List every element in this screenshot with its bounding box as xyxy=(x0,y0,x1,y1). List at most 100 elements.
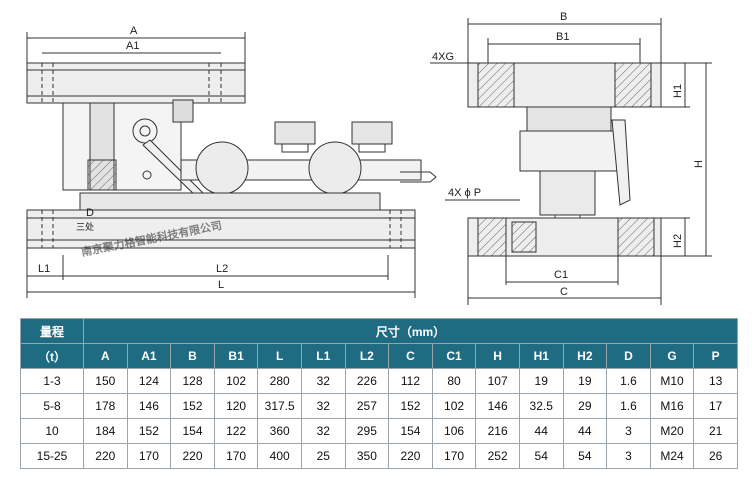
column-header: H1 xyxy=(518,343,564,369)
table-row: 10 184 152 154 122 360 32 295 154 106 21… xyxy=(20,418,738,444)
table-cell: 3 xyxy=(606,443,651,469)
column-header: B1 xyxy=(213,343,259,369)
label-san: 三处 xyxy=(76,221,94,232)
table-row: 5-8 178 146 152 120 317.5 32 257 152 102… xyxy=(20,393,738,419)
column-header: G xyxy=(649,343,695,369)
label-h: H xyxy=(693,160,705,168)
table-cell: 280 xyxy=(257,368,302,394)
table-cell: 1.6 xyxy=(606,393,651,419)
table-cell: 19 xyxy=(518,368,564,394)
table-cell: 226 xyxy=(344,368,390,394)
label-l: L xyxy=(218,279,224,291)
table-cell: 146 xyxy=(126,393,172,419)
table-cell: 106 xyxy=(431,418,477,444)
label-l2: L2 xyxy=(216,263,228,275)
column-header: A xyxy=(83,343,128,369)
column-header: B xyxy=(170,343,215,369)
label-c1: C1 xyxy=(554,269,568,281)
table-row: 1-3 150 124 128 102 280 32 226 112 80 10… xyxy=(20,368,738,394)
table-cell: 102 xyxy=(213,368,259,394)
table-cell: 152 xyxy=(388,393,433,419)
label-4xg: 4XG xyxy=(432,51,454,63)
table-cell: 360 xyxy=(257,418,302,444)
range-cell: 15-25 xyxy=(20,443,84,469)
column-header: L1 xyxy=(300,343,346,369)
table-cell: 257 xyxy=(344,393,390,419)
label-b: B xyxy=(560,11,567,23)
table-cell: 102 xyxy=(431,393,477,419)
table-cell: 252 xyxy=(475,443,520,469)
table-cell: 32 xyxy=(300,418,346,444)
table-cell: 295 xyxy=(344,418,390,444)
table-cell: 146 xyxy=(475,393,520,419)
table-cell: 220 xyxy=(170,443,215,469)
column-header: H2 xyxy=(562,343,608,369)
table-cell: 128 xyxy=(170,368,215,394)
table-cell: 170 xyxy=(126,443,172,469)
table-cell: 124 xyxy=(126,368,172,394)
table-cell: 44 xyxy=(562,418,608,444)
table-cell: 54 xyxy=(518,443,564,469)
table-cell: 317.5 xyxy=(257,393,302,419)
table-cell: 216 xyxy=(475,418,520,444)
label-4xp: 4X ϕ P xyxy=(448,187,481,199)
range-cell: 5-8 xyxy=(20,393,84,419)
table-cell: 25 xyxy=(300,443,346,469)
table-cell: 122 xyxy=(213,418,259,444)
table-cell: 152 xyxy=(170,393,215,419)
table-cell: 112 xyxy=(388,368,433,394)
front-view xyxy=(26,32,437,298)
table-cell: 32 xyxy=(300,368,346,394)
table-cell: 13 xyxy=(693,368,738,394)
table-cell: 29 xyxy=(562,393,608,419)
table-cell: 150 xyxy=(83,368,128,394)
table-cell: 120 xyxy=(213,393,259,419)
table-cell: M20 xyxy=(649,418,695,444)
table-cell: M10 xyxy=(649,368,695,394)
table-cell: 350 xyxy=(344,443,390,469)
table-cell: 80 xyxy=(431,368,477,394)
table-cell: 170 xyxy=(213,443,259,469)
table-cell: 19 xyxy=(562,368,608,394)
table-cell: 32.5 xyxy=(518,393,564,419)
column-header: P xyxy=(693,343,738,369)
column-header: L xyxy=(257,343,302,369)
label-b1: B1 xyxy=(556,31,569,43)
column-header: L2 xyxy=(344,343,390,369)
table-cell: 17 xyxy=(693,393,738,419)
table-cell: 400 xyxy=(257,443,302,469)
range-cell: 1-3 xyxy=(20,368,84,394)
label-a1: A1 xyxy=(126,40,139,52)
table-cell: 1.6 xyxy=(606,368,651,394)
table-cell: 154 xyxy=(388,418,433,444)
technical-drawing: A A1 B B1 4XG H1 H 4X ϕ P H2 C1 C L1 L2 … xyxy=(26,11,712,305)
table-cell: 220 xyxy=(388,443,433,469)
header-row: 量程 尺寸（mm） xyxy=(20,318,738,344)
table-cell: 32 xyxy=(300,393,346,419)
column-header: D xyxy=(606,343,651,369)
table-cell: M24 xyxy=(649,443,695,469)
dimensions-table: 量程 尺寸（mm） （t） A A1 B B1 L L1 L2 C C1 H H… xyxy=(20,318,738,469)
label-h2: H2 xyxy=(672,234,684,248)
range-unit: （t） xyxy=(20,343,84,369)
table-cell: 21 xyxy=(693,418,738,444)
table-cell: 54 xyxy=(562,443,608,469)
range-label: 量程 xyxy=(20,318,84,344)
side-view xyxy=(430,18,712,305)
table-cell: 178 xyxy=(83,393,128,419)
label-c: C xyxy=(560,286,568,298)
table-cell: 184 xyxy=(83,418,128,444)
column-header: H xyxy=(475,343,520,369)
table-cell: 44 xyxy=(518,418,564,444)
table-cell: 220 xyxy=(83,443,128,469)
size-label: 尺寸（mm） xyxy=(83,318,738,344)
table-cell: M16 xyxy=(649,393,695,419)
label-d: D xyxy=(86,207,94,219)
column-header: A1 xyxy=(126,343,172,369)
label-h1: H1 xyxy=(672,84,684,98)
table-cell: 107 xyxy=(475,368,520,394)
table-cell: 152 xyxy=(126,418,172,444)
column-header: C1 xyxy=(431,343,477,369)
table-cell: 170 xyxy=(431,443,477,469)
table-row: 15-25 220 170 220 170 400 25 350 220 170… xyxy=(20,443,738,469)
